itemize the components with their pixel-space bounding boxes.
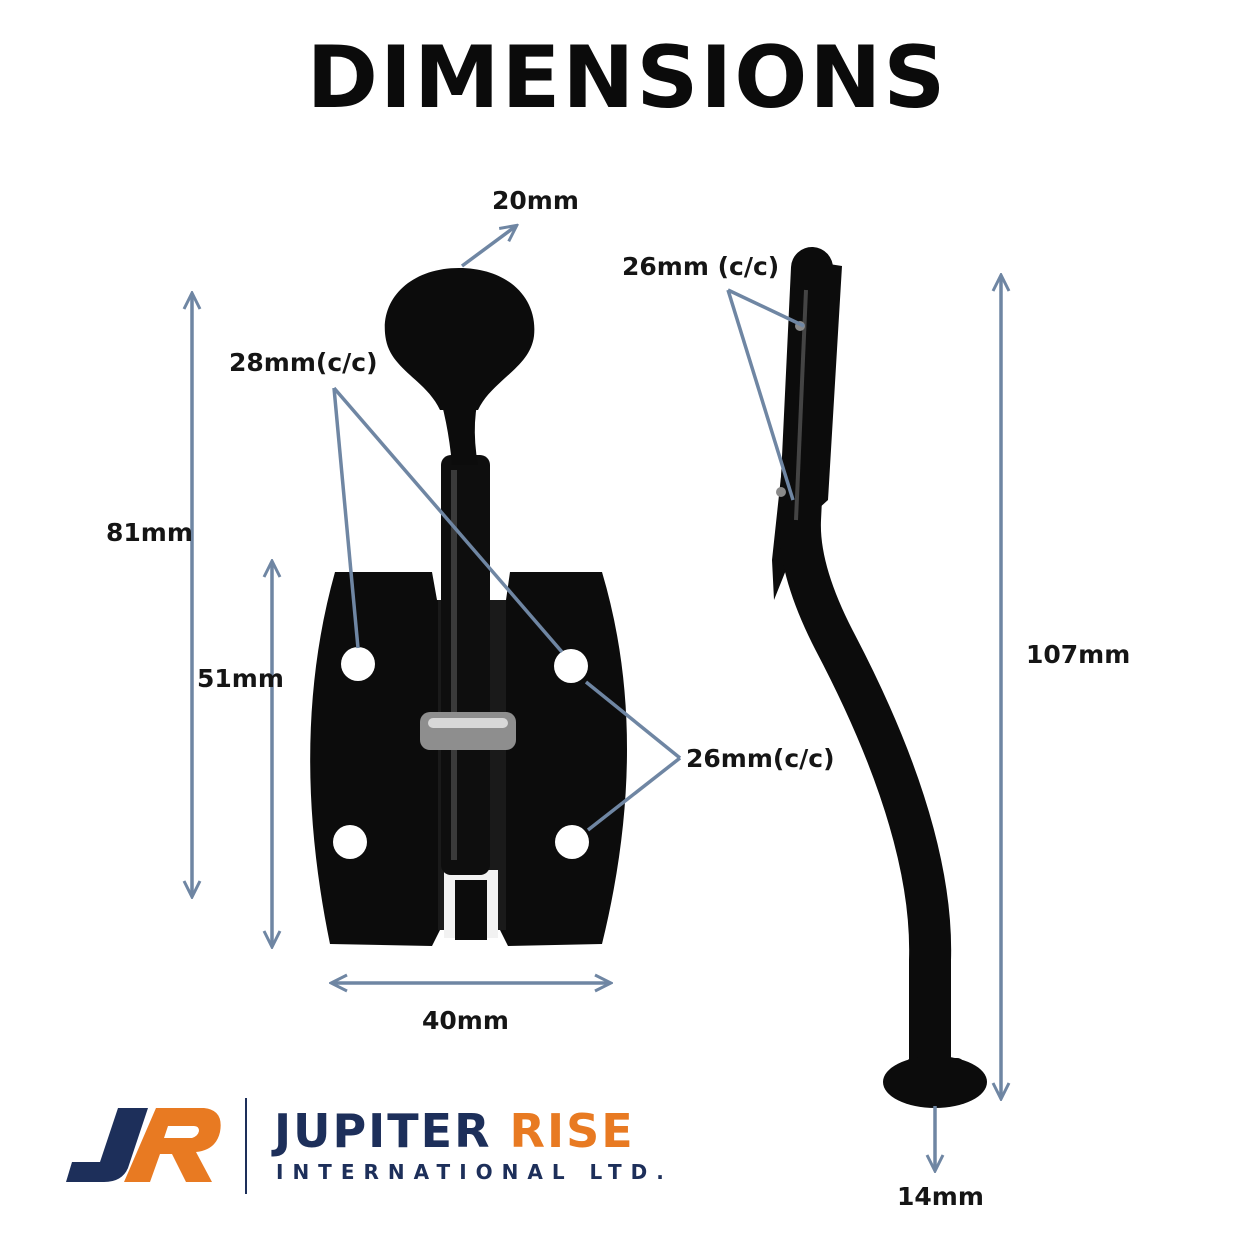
plate-hole — [555, 825, 589, 859]
knob-width-label: 20mm — [492, 186, 579, 215]
latch-pin — [420, 712, 516, 750]
catch-length-label: 107mm — [1026, 640, 1131, 669]
leader-line — [332, 386, 564, 654]
catch-arm-image — [772, 247, 987, 1108]
overall-height-label: 81mm — [106, 518, 193, 547]
plate-hole — [341, 647, 375, 681]
gate-latch-image — [310, 268, 627, 946]
plate-holes-vertical-label: 28mm(c/c) — [229, 348, 378, 377]
plate-hole — [333, 825, 367, 859]
plate-width-label: 40mm — [422, 1006, 509, 1035]
brand-name-part2: RISE — [509, 1104, 635, 1158]
plate-height-label: 51mm — [197, 664, 284, 693]
catch-holes-label: 26mm (c/c) — [622, 252, 780, 281]
catch-rod — [778, 247, 952, 1091]
leader-line — [726, 289, 795, 501]
leader-line — [584, 680, 682, 760]
page-title: DIMENSIONS — [306, 28, 948, 128]
leader-line — [332, 387, 360, 649]
plate-holes-horizontal-label: 26mm(c/c) — [686, 744, 835, 773]
plate-hole — [554, 649, 588, 683]
brand-name-part1: JUPITER — [274, 1104, 492, 1158]
jr-logo-icon — [66, 1098, 247, 1194]
leader-line — [586, 756, 682, 832]
brand-subtitle: INTERNATIONAL LTD. — [276, 1160, 673, 1184]
dimension-arrows — [192, 226, 1001, 1170]
leader-line — [727, 288, 805, 328]
catch-tip-label: 14mm — [897, 1182, 984, 1211]
latch-knob — [384, 268, 535, 410]
brand-name: JUPITER RISE — [274, 1104, 635, 1158]
knob-width-arrow — [460, 226, 516, 268]
